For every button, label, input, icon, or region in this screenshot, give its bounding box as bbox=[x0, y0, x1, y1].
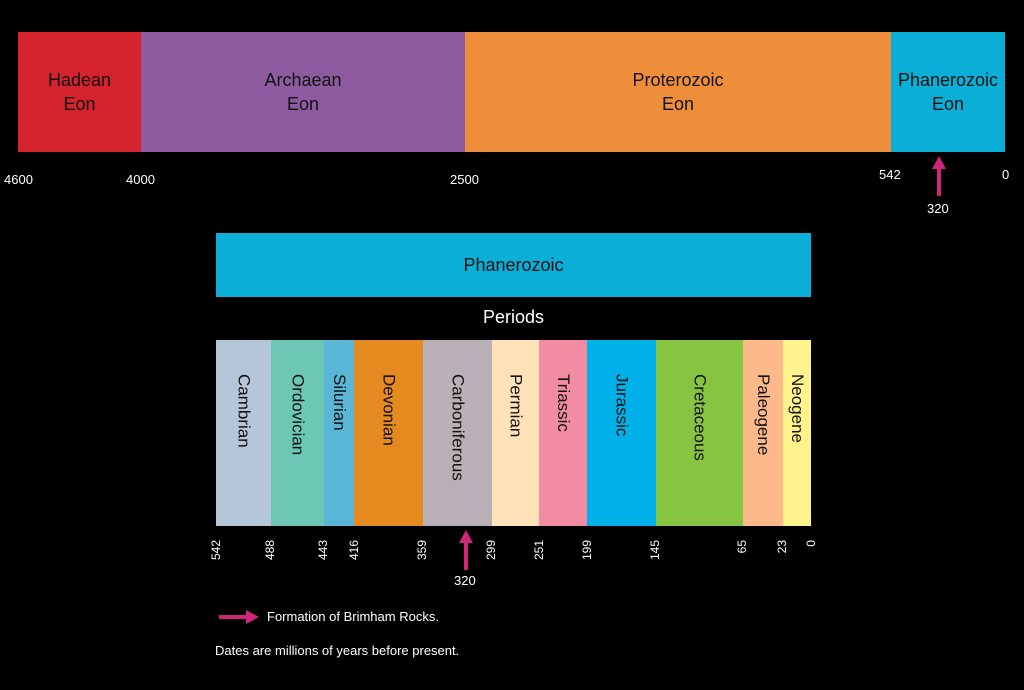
phanerozoic-band: Phanerozoic bbox=[216, 233, 811, 297]
period-tick-0: 0 bbox=[804, 540, 818, 547]
period-tick-251: 251 bbox=[532, 540, 546, 561]
period-devonian-label: Devonian bbox=[379, 374, 399, 446]
period-carboniferous-label: Carboniferous bbox=[448, 374, 468, 481]
period-jurassic: Jurassic bbox=[587, 340, 656, 526]
eon-archaean-label: Archaean Eon bbox=[264, 70, 342, 114]
eon-hadean: Hadean Eon bbox=[18, 32, 141, 152]
phanerozoic-band-label: Phanerozoic bbox=[463, 254, 564, 275]
period-tick-145: 145 bbox=[648, 540, 662, 561]
period-tick-23: 23 bbox=[775, 540, 789, 554]
period-cambrian-label: Cambrian bbox=[234, 374, 254, 448]
period-ordovician-label: Ordovician bbox=[288, 374, 308, 456]
eon-tick-2500: 2500 bbox=[450, 172, 479, 187]
period-permian: Permian bbox=[492, 340, 539, 526]
period-marker-arrow-icon bbox=[459, 530, 473, 570]
period-tick-65: 65 bbox=[735, 540, 749, 554]
period-tick-443: 443 bbox=[316, 540, 330, 561]
period-carboniferous: Carboniferous bbox=[423, 340, 492, 526]
period-cretaceous: Cretaceous bbox=[656, 340, 743, 526]
period-neogene: Neogene bbox=[783, 340, 811, 526]
periods-title: Periods bbox=[482, 307, 545, 327]
period-silurian-label: Silurian bbox=[330, 374, 349, 431]
period-marker-label: 320 bbox=[454, 573, 476, 588]
eon-tick-0: 0 bbox=[1002, 167, 1010, 182]
period-tick-542: 542 bbox=[209, 540, 223, 561]
period-devonian: Devonian bbox=[354, 340, 423, 526]
period-jurassic-label: Jurassic bbox=[612, 374, 632, 437]
eon-phanerozoic-label: Phanerozoic Eon bbox=[897, 70, 999, 114]
eon-archaean: Archaean Eon bbox=[141, 32, 465, 152]
period-tick-416: 416 bbox=[347, 540, 361, 561]
period-tick-359: 359 bbox=[415, 540, 429, 561]
period-cambrian: Cambrian bbox=[216, 340, 271, 526]
period-tick-299: 299 bbox=[484, 540, 498, 561]
period-silurian: Silurian bbox=[324, 340, 354, 526]
eon-hadean-label: Hadean Eon bbox=[47, 70, 112, 114]
period-neogene-label: Neogene bbox=[788, 374, 807, 444]
eon-marker-arrow-icon bbox=[932, 156, 946, 196]
eon-tick-542: 542 bbox=[879, 167, 901, 182]
legend-arrow-icon bbox=[219, 610, 259, 624]
period-tick-199: 199 bbox=[580, 540, 594, 561]
period-triassic-label: Triassic bbox=[554, 374, 573, 432]
eon-proterozoic-label: Proterozoic Eon bbox=[632, 70, 724, 114]
eon-proterozoic: Proterozoic Eon bbox=[465, 32, 891, 152]
eon-marker-label: 320 bbox=[927, 201, 949, 216]
period-triassic: Triassic bbox=[539, 340, 587, 526]
period-permian-label: Permian bbox=[506, 374, 526, 438]
eon-tick-4600: 4600 bbox=[4, 172, 33, 187]
period-paleogene-label: Paleogene bbox=[754, 374, 773, 456]
legend-arrow-text: Formation of Brimham Rocks. bbox=[267, 609, 439, 624]
period-paleogene: Paleogene bbox=[743, 340, 783, 526]
eon-phanerozoic: Phanerozoic Eon bbox=[891, 32, 1005, 152]
legend-note: Dates are millions of years before prese… bbox=[215, 643, 460, 658]
period-cretaceous-label: Cretaceous bbox=[690, 374, 710, 461]
period-tick-488: 488 bbox=[263, 540, 277, 561]
eon-tick-4000: 4000 bbox=[126, 172, 155, 187]
period-ordovician: Ordovician bbox=[271, 340, 324, 526]
